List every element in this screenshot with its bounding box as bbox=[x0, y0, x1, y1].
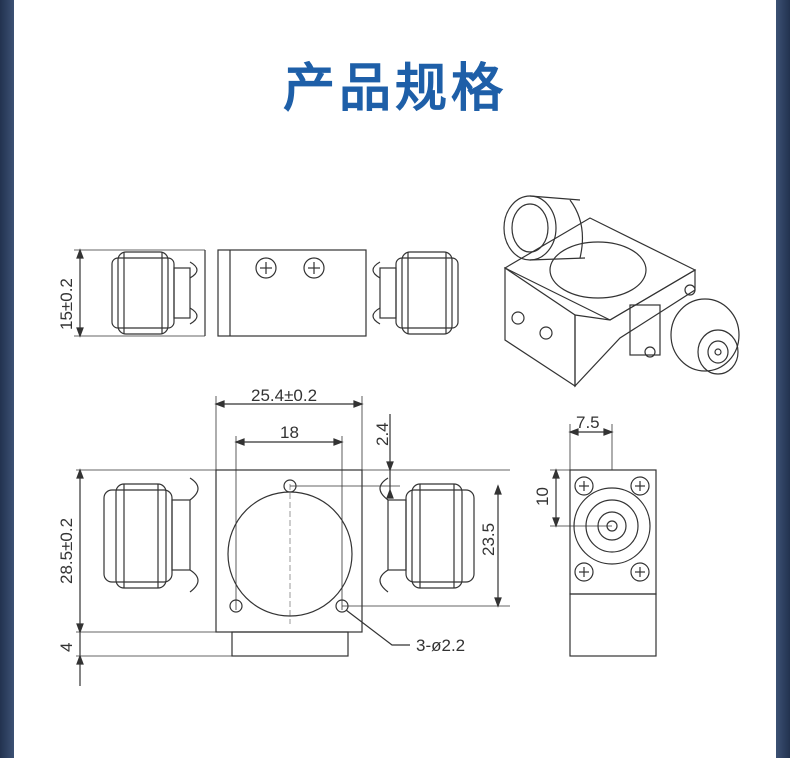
dim-hole-height: 23.5 bbox=[479, 523, 498, 556]
dim-base-thickness: 4 bbox=[57, 643, 76, 652]
dim-side-height: 15±0.2 bbox=[57, 278, 76, 330]
dim-end-width: 7.5 bbox=[576, 413, 600, 432]
iso-view bbox=[503, 195, 740, 388]
dim-hole-spacing: 18 bbox=[280, 423, 299, 442]
dim-total-height: 28.5±0.2 bbox=[57, 518, 76, 584]
dim-top-width: 25.4±0.2 bbox=[251, 386, 317, 405]
dim-hole-offset: 2.4 bbox=[373, 422, 392, 446]
dim-end-height: 10 bbox=[533, 487, 552, 506]
end-view bbox=[550, 424, 657, 657]
front-view bbox=[76, 396, 510, 686]
page-title: 产品规格 bbox=[282, 59, 507, 119]
side-view bbox=[74, 248, 459, 338]
dim-mount-holes: 3-ø2.2 bbox=[416, 636, 465, 655]
